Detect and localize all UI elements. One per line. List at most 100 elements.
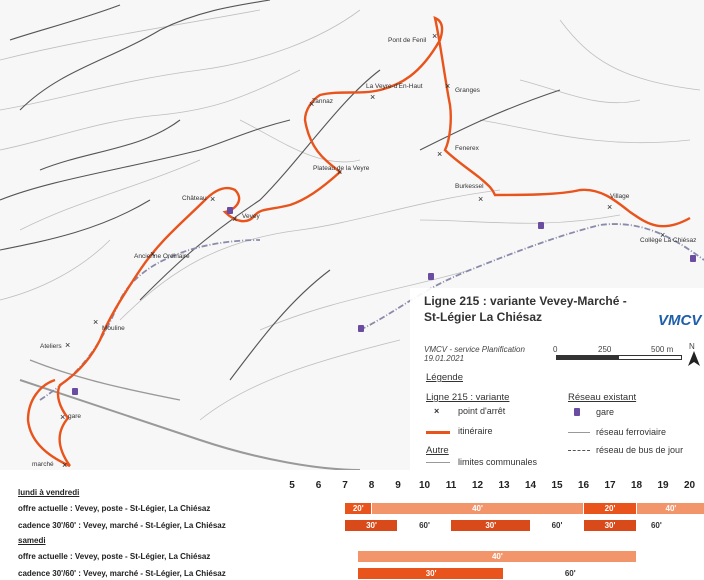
hour-label: 16	[577, 480, 590, 491]
stop-label: marché	[32, 461, 54, 468]
itinerary-swatch	[426, 431, 450, 434]
stop-label: Vevey	[242, 213, 260, 220]
itinerary-loop	[26, 378, 71, 468]
schedule-frequency-label: 40'	[472, 504, 483, 513]
schedule-frequency-label: 30'	[425, 569, 437, 578]
schedule-frequency-label: 30'	[604, 521, 616, 530]
stop-labels: Pont de Fenil La Veyre-d'En-Haut Granges…	[32, 37, 696, 468]
schedule-row-label: offre actuelle : Vevey, poste - St-Légie…	[18, 504, 211, 513]
stop-label: Mouline	[102, 325, 125, 332]
stop-label: Ateliers	[40, 343, 62, 350]
schedule-frequency-label: 30'	[366, 521, 377, 530]
legend-station: gare	[596, 407, 615, 417]
hour-label: 14	[524, 480, 537, 491]
map-title-line2: St-Légier La Chiésaz	[424, 310, 543, 324]
schedule-row-label: cadence 30'/60' : Vevey, marché - St-Lég…	[18, 569, 226, 578]
svg-text:×: ×	[210, 194, 215, 204]
hour-label: 6	[315, 480, 322, 491]
svg-text:×: ×	[150, 249, 155, 259]
stop-label: Château	[182, 195, 207, 202]
station-icon	[538, 222, 544, 229]
stop-label: Village	[610, 193, 630, 200]
schedule-frequency-label: 40'	[491, 552, 503, 561]
map-title-line1: Ligne 215 : variante Vevey-Marché -	[424, 294, 627, 308]
station-icon	[428, 273, 434, 280]
schedule-bar	[583, 520, 636, 531]
schedule-bar	[358, 551, 636, 562]
stop-label: Plateau de la Veyre	[313, 165, 370, 172]
station-icon	[690, 255, 696, 262]
hour-label: 5	[289, 480, 295, 491]
hour-label: 13	[498, 480, 510, 491]
vmcv-logo: VMCV	[658, 312, 702, 329]
schedule-day-heading: samedi	[18, 536, 46, 545]
hour-label: 7	[342, 480, 348, 491]
scale-bar	[556, 355, 682, 360]
schedule-bar	[345, 520, 397, 531]
info-panel-bg	[410, 288, 704, 470]
hour-label: 10	[418, 480, 431, 491]
date-label: 19.01.2021	[424, 354, 465, 363]
hour-label: 17	[604, 480, 616, 491]
stop-label: Collège La Chiésaz	[640, 237, 696, 244]
legend-group-variant: Ligne 215 : variante	[426, 392, 510, 403]
station-icon	[227, 207, 233, 214]
legend-route: itinéraire	[458, 426, 493, 436]
station-markers	[72, 207, 696, 395]
schedule-row-label: offre actuelle : Vevey, poste - St-Légie…	[18, 552, 211, 561]
schedule-frequency-label: 20'	[352, 504, 364, 513]
stop-label: Tannaz	[312, 98, 333, 105]
hour-label: 18	[630, 480, 643, 491]
stop-marker-icon: ×	[434, 406, 440, 416]
schedule-bar	[636, 503, 704, 514]
svg-text:×: ×	[478, 194, 483, 204]
hour-label: 19	[657, 480, 669, 491]
schedule-frequency-label: 60'	[551, 521, 563, 530]
legend-boundaries: limites communales	[458, 457, 538, 467]
station-legend-icon	[574, 408, 580, 416]
schedule-bar	[583, 503, 636, 514]
stop-label: La Veyre-d'En-Haut	[366, 83, 423, 90]
bus-swatch	[568, 450, 590, 452]
route-map: ××× ××× ××× ××× ×××× Pont de Fenil La Ve…	[0, 0, 704, 470]
svg-text:×: ×	[62, 460, 67, 470]
boundary-swatch	[426, 462, 450, 463]
hour-label: 12	[471, 480, 484, 491]
svg-text:×: ×	[370, 92, 375, 102]
schedule-bar	[345, 503, 371, 514]
legend-rail: réseau ferroviaire	[596, 427, 667, 437]
hour-label: 20	[683, 480, 696, 491]
schedule-bar	[371, 503, 583, 514]
scale-label-0: 0	[553, 345, 558, 354]
scale-label-500: 500 m	[651, 345, 674, 354]
schedule-frequency-label: 60'	[419, 521, 430, 530]
station-icon	[72, 388, 78, 395]
stop-label: gare	[68, 413, 81, 420]
svg-text:×: ×	[93, 317, 98, 327]
svg-text:×: ×	[337, 167, 342, 177]
schedule-bar	[451, 520, 530, 531]
stop-label: Ancienne Ordinaire	[134, 253, 190, 260]
schedule-frequency-label: 30'	[485, 521, 497, 530]
svg-text:×: ×	[432, 31, 437, 41]
svg-text:×: ×	[232, 214, 237, 224]
hour-label: 9	[395, 480, 401, 491]
stop-label: Pont de Fenil	[388, 37, 427, 44]
legend-title: Légende	[426, 372, 463, 383]
svg-text:×: ×	[437, 149, 442, 159]
hour-label: 8	[368, 480, 375, 491]
svg-text:×: ×	[309, 99, 314, 109]
scale-label-250: 250	[598, 345, 612, 354]
svg-text:×: ×	[445, 81, 450, 91]
stop-label: Granges	[455, 87, 481, 94]
schedule-frequency-label: 20'	[604, 504, 616, 513]
schedule-row-label: cadence 30'/60' : Vevey, marché - St-Lég…	[18, 521, 226, 530]
legend-bus: réseau de bus de jour	[596, 445, 684, 455]
north-label: N	[689, 342, 695, 351]
bus-network-east	[359, 223, 704, 331]
svg-text:×: ×	[607, 202, 612, 212]
svg-text:×: ×	[660, 230, 665, 240]
itinerary-line	[56, 16, 691, 467]
legend-stop: point d'arrêt	[458, 406, 506, 416]
north-arrow-icon	[688, 351, 700, 366]
